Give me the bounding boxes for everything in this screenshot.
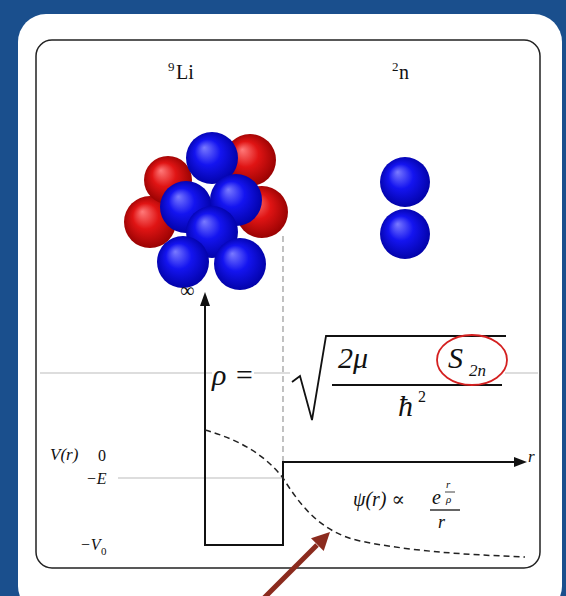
neutron: [214, 238, 266, 290]
label: −E: [86, 471, 107, 487]
frame: [36, 40, 540, 568]
white-panel: [18, 14, 562, 596]
label: r: [438, 513, 445, 531]
label: 0: [98, 448, 106, 464]
guide-line: [505, 373, 538, 374]
label: ∞: [180, 280, 194, 300]
dineutron: [380, 157, 430, 259]
neutron: [380, 209, 430, 259]
radius-dashed-line: [282, 236, 283, 462]
potential-well: [205, 305, 516, 545]
pointer-arrowhead: [311, 532, 330, 551]
label: r: [446, 479, 450, 490]
fraction-bar: [445, 492, 455, 493]
label: ρ: [446, 494, 451, 505]
label: 2μ: [338, 343, 368, 373]
label: S: [448, 343, 463, 373]
label: n: [399, 62, 409, 82]
label: r: [528, 448, 535, 465]
label: ψ(r) ∝: [353, 489, 405, 509]
label: Li: [176, 62, 194, 82]
well-outline: [205, 305, 516, 545]
energy-level-line: [118, 478, 283, 479]
label: ρ =: [212, 360, 254, 390]
radical-sign: [292, 336, 506, 420]
pointer-arrow: [262, 545, 317, 596]
li9-nucleus: [124, 132, 288, 290]
label: ħ: [398, 391, 413, 421]
fraction-bar: [430, 509, 460, 510]
highlight-ellipse: [437, 335, 507, 385]
label: 9: [168, 60, 175, 73]
label: 2n: [469, 362, 486, 379]
axis-arrowhead: [514, 457, 527, 467]
wavefunction-curve: [205, 430, 525, 557]
axis-arrowhead: [200, 292, 210, 306]
label: V(r): [50, 446, 78, 463]
label: −V: [80, 537, 101, 553]
neutron: [380, 157, 430, 207]
label: 2: [418, 389, 426, 405]
label: 0: [101, 546, 107, 557]
label: e: [432, 487, 441, 507]
label: 2: [392, 60, 399, 73]
